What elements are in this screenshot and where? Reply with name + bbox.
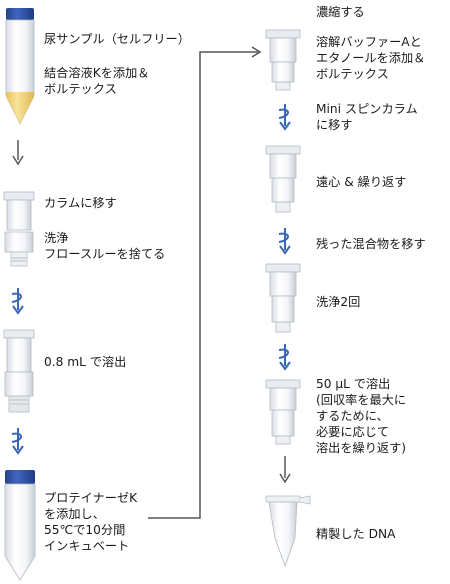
step-concentrate-title: 濃縮する bbox=[316, 5, 365, 19]
centrifuge-arrow-icon bbox=[278, 344, 291, 371]
step-lysis-buffer-label: 溶解バッファーAと エタノールを添加＆ ボルテックス bbox=[316, 35, 426, 81]
spin-column-icon bbox=[3, 191, 35, 267]
centrifuge-arrow-icon bbox=[278, 104, 291, 131]
step-centrifuge-repeat-label: 遠心 & 繰り返す bbox=[316, 175, 407, 189]
flow-connector-line bbox=[148, 51, 258, 519]
down-arrow-icon bbox=[12, 140, 24, 166]
step-urine-sample-label: 尿サンプル（セルフリー） bbox=[44, 32, 190, 46]
microtube-icon bbox=[265, 495, 311, 568]
centrifuge-arrow-icon bbox=[11, 428, 24, 455]
step-binding-solution-label: 結合溶液Kを添加＆ ボルテックス bbox=[44, 66, 150, 96]
step-transfer-remaining-label: 残った混合物を移す bbox=[316, 237, 426, 251]
spin-column-icon bbox=[265, 145, 301, 213]
step-wash-twice-label: 洗浄2回 bbox=[316, 295, 361, 309]
step-elute-label: 0.8 mL で溶出 bbox=[44, 355, 127, 369]
spin-column-icon bbox=[265, 263, 301, 333]
centrifuge-arrow-icon bbox=[278, 228, 291, 255]
elution-tube-icon bbox=[265, 379, 301, 445]
step-transfer-column-label: カラムに移す bbox=[44, 196, 117, 210]
centrifuge-arrow-icon bbox=[11, 288, 24, 315]
elution-tube-icon bbox=[3, 329, 35, 413]
down-arrow-icon bbox=[279, 456, 291, 484]
step-wash-label: 洗浄 フロースルーを捨てる bbox=[44, 231, 166, 261]
step-mini-spin-label: Mini スピンカラム に移す bbox=[316, 102, 418, 132]
step-purified-dna-label: 精製した DNA bbox=[316, 527, 396, 541]
step-final-elute-label: 50 μL で溶出 (回収率を最大に するために、 必要に応じて 溶出を繰り返す… bbox=[316, 377, 407, 455]
proteinase-tube-icon bbox=[4, 470, 36, 581]
step-proteinase-label: プロテイナーゼK を添加し、 55℃で10分間 インキュベート bbox=[44, 491, 138, 553]
spin-column-icon bbox=[265, 29, 301, 91]
urine-sample-tube-icon bbox=[5, 8, 35, 125]
